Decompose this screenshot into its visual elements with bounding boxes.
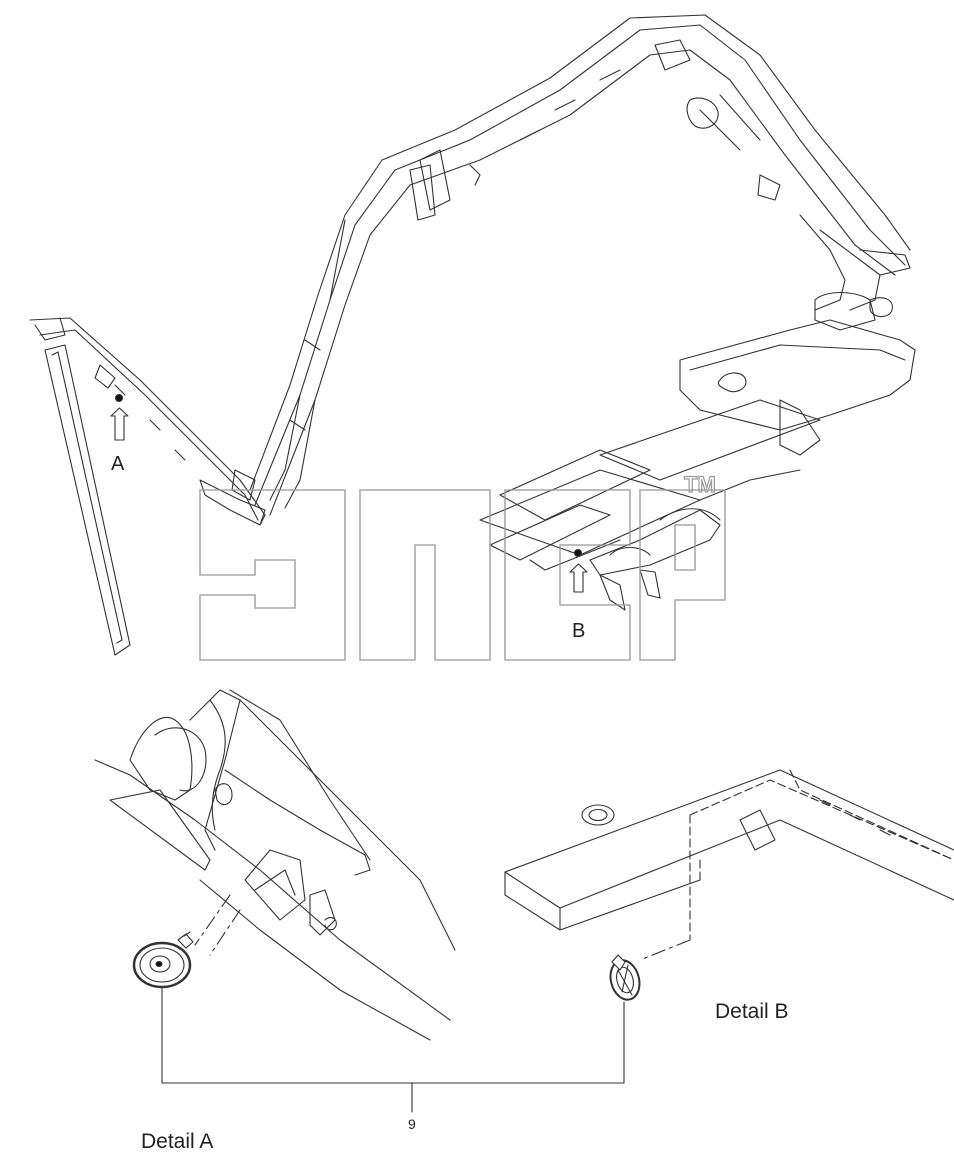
watermark-trademark: TM: [683, 471, 716, 497]
point-b-marker: [569, 548, 588, 593]
detail-b-view: [504, 769, 954, 961]
outer-arm: [29, 317, 266, 656]
callout-label-a: A: [111, 453, 125, 475]
detail-a-view: [94, 689, 456, 1041]
point-a-marker: [110, 393, 129, 441]
watermark-logo: [199, 489, 726, 661]
chassis-frame: [479, 291, 916, 611]
detail-b-label: Detail B: [715, 1000, 789, 1023]
part-number-label: 9: [408, 1116, 416, 1132]
horn-part-a: [132, 931, 194, 989]
main-boom: [249, 14, 911, 516]
detail-a-label: Detail A: [141, 1130, 214, 1153]
horn-part-b: [609, 954, 641, 1001]
callout-label-b: B: [572, 620, 586, 642]
callout-leaders: [161, 987, 625, 1113]
